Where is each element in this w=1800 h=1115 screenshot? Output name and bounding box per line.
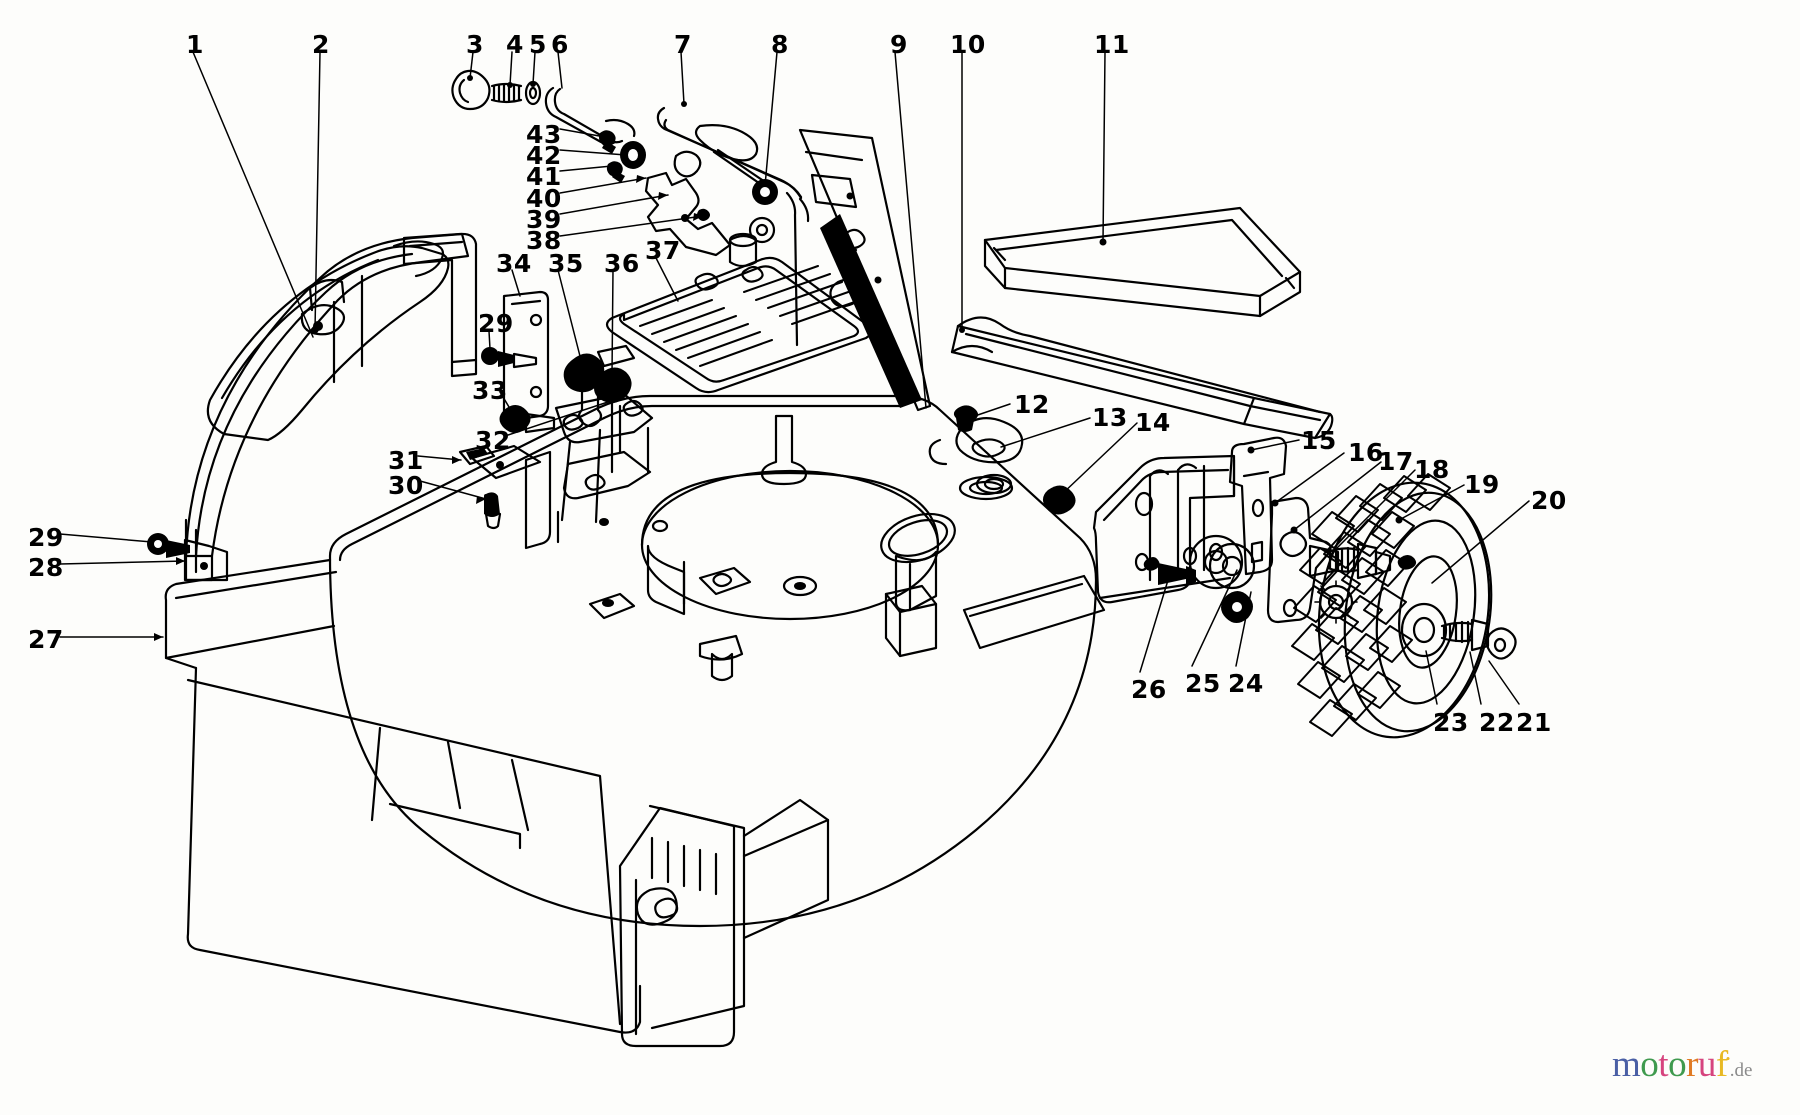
clip-part-31: [458, 444, 496, 466]
plate-part-32: [470, 444, 542, 480]
watermark-letter-u: u: [1697, 1044, 1717, 1085]
control-bar-part-7: [656, 106, 810, 347]
callout-22: 22: [1479, 708, 1515, 737]
callout-26: 26: [1131, 675, 1167, 704]
deck-top-plate-part-37: [605, 232, 873, 394]
tread-pattern: [1291, 473, 1451, 737]
callout-18: 18: [1414, 455, 1450, 484]
washer-part-5: [524, 80, 542, 106]
watermark-letter-o2: o: [1668, 1044, 1687, 1085]
callout-9: 9: [890, 30, 908, 59]
bolt-part-26: [1143, 557, 1196, 586]
callout-42: 42: [526, 141, 562, 170]
callout-10: 10: [950, 30, 986, 59]
callout-32: 32: [475, 426, 511, 455]
engine-mount-ring: [588, 414, 940, 621]
leader-lines: [59, 51, 1530, 705]
callout-35: 35: [548, 249, 584, 278]
callout-40: 40: [526, 184, 562, 213]
callout-15: 15: [1301, 426, 1337, 455]
callout-25: 25: [1185, 669, 1221, 698]
axle-bolt-part-22: [1440, 618, 1490, 652]
watermark-letter-f: f: [1715, 1044, 1728, 1085]
bolt-part-33: [499, 405, 556, 434]
callout-29-secondary: 29: [478, 309, 514, 338]
callout-14: 14: [1135, 408, 1171, 437]
callout-37: 37: [645, 236, 681, 265]
callout-38: 38: [526, 226, 562, 255]
lever-part-9: [798, 128, 932, 412]
knob-part-3: [451, 69, 491, 111]
cap-part-13: [928, 417, 1024, 501]
callout-1: 1: [186, 30, 204, 59]
callout-27: 27: [28, 625, 64, 654]
screw-part-30: [484, 492, 502, 530]
callout-36: 36: [604, 249, 640, 278]
callout-7: 7: [674, 30, 692, 59]
watermark-letter-t: t: [1658, 1044, 1669, 1085]
callout-13: 13: [1092, 403, 1128, 432]
callout-43: 43: [526, 120, 562, 149]
callout-29: 29: [28, 523, 64, 552]
callout-17: 17: [1378, 447, 1414, 476]
callout-30: 30: [388, 471, 424, 500]
bolt-part-29-left: [147, 533, 190, 558]
rear-cover-part-10: [950, 316, 1334, 440]
callout-4: 4: [506, 30, 524, 59]
callout-41: 41: [526, 162, 562, 191]
spring-part-4: [490, 82, 523, 104]
mower-deck-housing: [164, 394, 1106, 1048]
callout-8: 8: [771, 30, 789, 59]
bushing-part-8: [748, 179, 778, 244]
bolt-part-12: [953, 405, 979, 432]
watermark-letter-r: r: [1686, 1044, 1698, 1085]
callout-31: 31: [388, 446, 424, 475]
callout-23: 23: [1433, 708, 1469, 737]
callout-2: 2: [312, 30, 330, 59]
callout-3: 3: [466, 30, 484, 59]
motoruf-watermark: motoruf•.de: [1612, 1046, 1752, 1083]
wheel-part-19: [1291, 473, 1493, 739]
latch-assembly: [599, 130, 776, 257]
callout-24: 24: [1228, 669, 1264, 698]
watermark-dot-icon: •: [1725, 1050, 1731, 1066]
knob-part-35: [563, 344, 636, 428]
callout-16: 16: [1348, 438, 1384, 467]
callout-34: 34: [496, 249, 532, 278]
callout-11: 11: [1094, 30, 1130, 59]
callout-6: 6: [551, 30, 569, 59]
adjust-lever-part-16: [1228, 436, 1288, 576]
watermark-letter-m: m: [1612, 1044, 1641, 1085]
callout-21: 21: [1516, 708, 1552, 737]
washer-set-part-25: [1188, 534, 1256, 590]
nut-part-24: [1221, 591, 1253, 623]
height-bracket: [524, 392, 654, 550]
callout-20: 20: [1531, 486, 1567, 515]
watermark-letter-o1: o: [1640, 1044, 1659, 1085]
grass-deflector-part-11: [983, 206, 1302, 318]
handle-bracket-part-2: [183, 232, 478, 582]
watermark-suffix: .de: [1729, 1060, 1753, 1081]
discharge-opening: [880, 512, 956, 564]
callout-28: 28: [28, 553, 64, 582]
callout-39: 39: [526, 205, 562, 234]
bolt-part-14: [1042, 485, 1076, 515]
callout-5: 5: [529, 30, 547, 59]
callout-33: 33: [472, 376, 508, 405]
callout-12: 12: [1014, 390, 1050, 419]
deflector-cover-part-1: [206, 240, 450, 442]
callout-19: 19: [1464, 470, 1500, 499]
nut-part-21: [1485, 627, 1517, 660]
bolt-part-29b: [481, 347, 538, 369]
